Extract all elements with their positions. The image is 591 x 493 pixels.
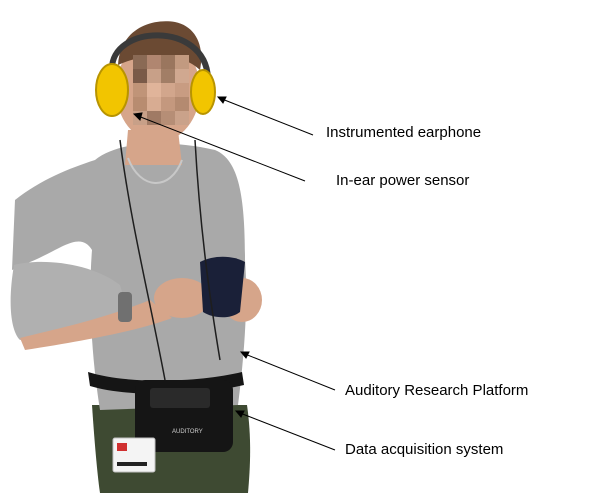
callout-in-ear-power-sensor: In-ear power sensor	[336, 172, 470, 189]
earmuff-headband	[108, 32, 211, 79]
earmuff-right	[190, 69, 216, 115]
watch	[118, 292, 132, 322]
callout-data-acquisition-system: Data acquisition system	[345, 441, 504, 458]
pouch-device	[150, 388, 210, 408]
leader-line-3	[244, 353, 336, 391]
leader-line-1	[221, 98, 314, 136]
earmuff-left	[95, 63, 129, 117]
left-hand	[154, 278, 210, 318]
pouch-brand-text: AUDITORY	[172, 429, 203, 435]
leader-line-4	[239, 412, 336, 451]
callout-auditory-research-platform: Auditory Research Platform	[345, 382, 529, 399]
necklace	[127, 157, 183, 184]
sweater	[12, 143, 247, 410]
leader-line-2	[137, 115, 306, 182]
leader-lines	[132, 96, 336, 451]
callout-instrumented-earphone: Instrumented earphone	[326, 124, 482, 141]
person-photo: AUDITORY	[10, 21, 262, 493]
forearm	[20, 300, 172, 350]
pixelated-face	[133, 55, 189, 125]
earphone-cable	[119, 139, 221, 381]
